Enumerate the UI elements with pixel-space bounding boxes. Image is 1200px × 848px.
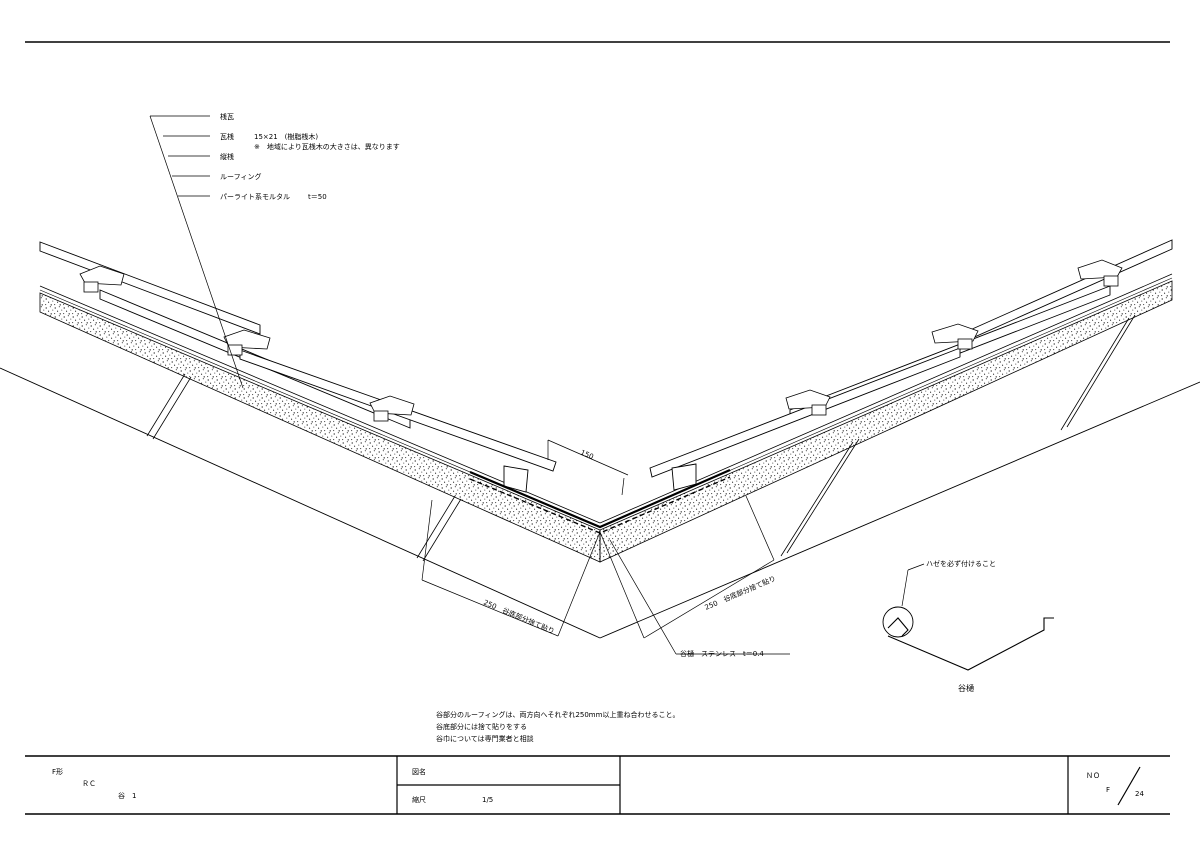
title-block: F形 ＲＣ 谷 1 図名 縮尺 1/5 ＮＯ F 24 (52, 756, 1144, 814)
note-line-3: 谷巾については専門業者と相談 (436, 734, 534, 743)
right-roof-tile (649, 347, 961, 478)
valley-material-label: 谷樋 ステンレス t＝0.4 (680, 649, 764, 658)
general-notes: 谷部分のルーフィングは、両方向へそれぞれ250mm以上重ね合わせること。 谷底部… (436, 710, 679, 743)
structure-type: ＲＣ (82, 780, 96, 788)
left-roof-tile (39, 241, 261, 335)
callout-tile-batten: 瓦桟 (220, 132, 234, 141)
gutter-detail: ハゼを必ず付けること 谷樋 (882, 559, 1054, 693)
note-line-2: 谷底部分には捨て貼りをする (436, 722, 527, 731)
left-tile-batten (79, 265, 125, 286)
callout-tile-batten-spec: 15×21 (樹脂桟木) (254, 132, 318, 141)
valley-material-callout: 谷樋 ステンレス t＝0.4 (609, 539, 790, 658)
sheet-no-label: ＮＯ (1086, 772, 1100, 780)
drawing-name-label: 図名 (412, 767, 426, 776)
material-callouts: 桟瓦 瓦桟 15×21 (樹脂桟木) ※ 地域により瓦桟木の大きさは、異なります… (149, 112, 400, 389)
callout-tile-batten-note: ※ 地域により瓦桟木の大きさは、異なります (254, 142, 400, 151)
dimension-150: 150 (547, 439, 629, 496)
callout-roof-tile: 桟瓦 (220, 112, 234, 121)
left-roof-slope (0, 241, 601, 639)
left-valley-batten (503, 465, 529, 493)
note-line-1: 谷部分のルーフィングは、両方向へそれぞれ250mm以上重ね合わせること。 (436, 710, 679, 719)
right-mortar-layer (599, 280, 1173, 563)
right-valley-batten (671, 463, 697, 491)
left-mortar-layer (39, 292, 601, 563)
dimension-250-left-label: 250 谷底部分捨て貼り (482, 598, 556, 636)
sheet-no-series: F (1106, 786, 1110, 794)
drawing-part: 谷 1 (118, 791, 136, 800)
callout-mortar: パーライト系モルタル (220, 192, 290, 201)
seam-detail-circle (882, 606, 914, 638)
callout-roofing: ルーフィング (220, 172, 261, 181)
roof-shape: F形 (52, 768, 63, 776)
right-tile-batten (1077, 259, 1123, 280)
right-roof-tile (969, 239, 1173, 340)
right-roof-slope (599, 239, 1200, 639)
seam-note: ハゼを必ず付けること (926, 559, 996, 568)
scale-value: 1/5 (482, 796, 493, 804)
scale-label: 縮尺 (412, 795, 426, 804)
callout-mortar-spec: t＝50 (308, 193, 327, 201)
callout-vertical-batten: 縦桟 (220, 152, 234, 161)
gutter-detail-title: 谷樋 (958, 683, 974, 693)
right-tile-batten (931, 323, 979, 344)
sheet-no-number: 24 (1135, 790, 1144, 798)
dimension-250-right-label: 250 谷底部分捨て貼り (703, 574, 777, 612)
